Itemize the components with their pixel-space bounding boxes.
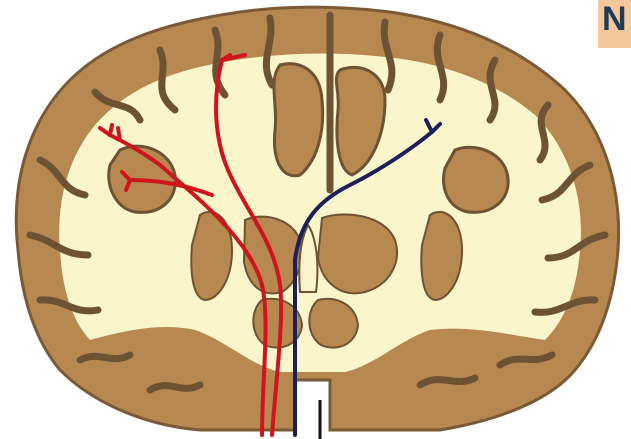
corner-label-tab: N bbox=[598, 0, 631, 48]
corner-label: N bbox=[602, 2, 627, 36]
